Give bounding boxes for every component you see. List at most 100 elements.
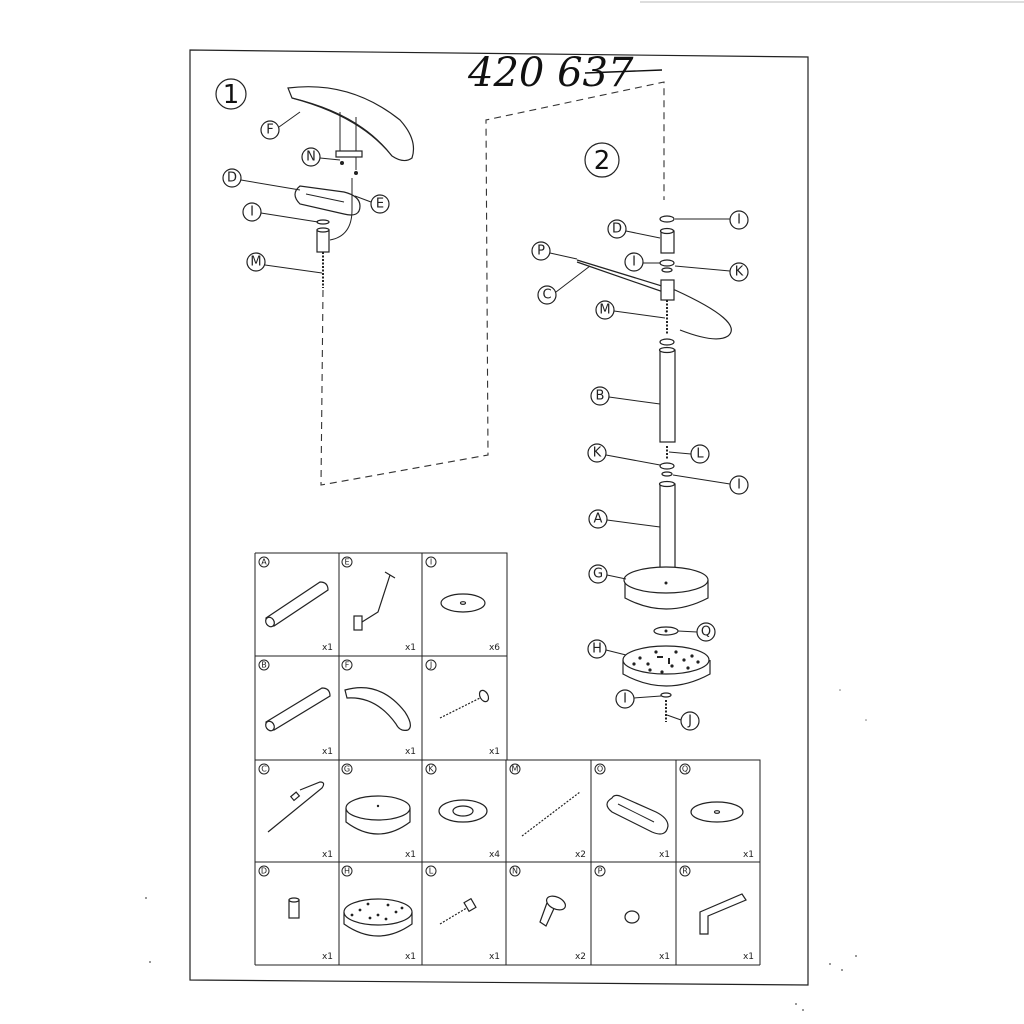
part-cell-e: E x1	[341, 556, 416, 653]
svg-text:H: H	[592, 642, 602, 657]
svg-text:x4: x4	[489, 850, 500, 860]
callout-g: G	[588, 564, 627, 584]
svg-text:F: F	[345, 661, 350, 670]
svg-text:L: L	[696, 447, 704, 462]
part-cell-n: N x2	[509, 865, 586, 962]
svg-text:D: D	[227, 171, 237, 186]
part-cell-g: G x1	[341, 763, 416, 860]
dashed-assembly-guide	[320, 81, 665, 486]
callout-q: Q	[677, 622, 716, 642]
callout-j: J	[666, 711, 700, 731]
svg-text:G: G	[593, 567, 603, 582]
svg-text:L: L	[429, 867, 434, 876]
part-cell-a: A x1	[258, 556, 333, 653]
callout-m: M	[246, 252, 323, 274]
part-cell-h: H x1	[341, 865, 416, 962]
svg-text:J: J	[687, 714, 692, 729]
step-2-number: 2	[594, 146, 611, 176]
parts-table: A x1 E x1 I x6 B x1 F x1	[254, 552, 761, 966]
svg-text:E: E	[376, 197, 384, 212]
part-cell-d: D x1	[258, 865, 333, 962]
callout-f: F	[260, 111, 301, 140]
svg-text:D: D	[261, 867, 267, 876]
svg-text:I: I	[430, 558, 432, 567]
svg-text:E: E	[344, 558, 349, 567]
svg-text:x1: x1	[322, 643, 333, 653]
callout-a: A	[588, 509, 661, 529]
svg-text:x1: x1	[405, 747, 416, 757]
svg-text:x1: x1	[405, 643, 416, 653]
svg-text:I: I	[250, 205, 254, 220]
callout-c: C	[537, 265, 591, 305]
part-cell-p: P x1	[594, 865, 670, 962]
svg-text:P: P	[598, 867, 603, 876]
callout-d: D	[222, 168, 301, 191]
callout-p: P	[531, 241, 578, 261]
svg-text:x1: x1	[322, 747, 333, 757]
svg-text:M: M	[599, 303, 610, 318]
part-cell-i: I x6	[425, 556, 500, 653]
sheet-border	[189, 49, 809, 986]
svg-text:x1: x1	[659, 952, 670, 962]
svg-text:x6: x6	[489, 643, 500, 653]
svg-text:H: H	[344, 867, 350, 876]
svg-text:A: A	[594, 512, 603, 527]
svg-text:D: D	[612, 222, 622, 237]
svg-text:I: I	[737, 213, 741, 228]
part-cell-k: K x4	[425, 763, 500, 860]
callout-d-2: D	[607, 219, 661, 239]
svg-text:Q: Q	[682, 765, 688, 774]
part-f-drawing	[287, 86, 415, 162]
callout-i-bottom: I	[672, 474, 749, 495]
svg-text:O: O	[597, 765, 603, 774]
part-b-drawing	[659, 349, 676, 443]
svg-text:x1: x1	[743, 952, 754, 962]
callout-i: I	[242, 202, 319, 223]
step-1-number: 1	[223, 80, 240, 110]
handwritten-number: 420 637	[467, 50, 634, 96]
callout-b: B	[590, 386, 661, 406]
callout-i-top: I	[675, 210, 749, 230]
svg-text:M: M	[512, 765, 519, 774]
part-o-drawing	[294, 185, 361, 216]
part-cell-r: R x1	[679, 865, 754, 962]
svg-text:x1: x1	[322, 952, 333, 962]
svg-text:I: I	[632, 255, 636, 270]
svg-text:B: B	[261, 661, 267, 670]
svg-text:J: J	[429, 661, 432, 670]
part-cell-b: B x1	[258, 659, 333, 757]
svg-text:F: F	[266, 123, 273, 138]
svg-text:P: P	[537, 244, 545, 259]
svg-text:x2: x2	[575, 850, 586, 860]
svg-text:Q: Q	[701, 625, 711, 640]
callout-l: L	[668, 444, 710, 464]
svg-text:C: C	[261, 765, 267, 774]
part-cell-j: J x1	[425, 659, 500, 757]
callout-i-base: I	[615, 689, 662, 709]
part-cell-q: Q x1	[679, 763, 754, 860]
svg-text:x1: x1	[489, 952, 500, 962]
callout-e: E	[354, 194, 390, 214]
callout-k-bottom: K	[587, 443, 661, 466]
svg-text:I: I	[737, 478, 741, 493]
svg-text:N: N	[512, 867, 518, 876]
step-2-diagram: 2	[531, 142, 749, 731]
svg-text:x1: x1	[322, 850, 333, 860]
svg-text:x1: x1	[659, 850, 670, 860]
svg-text:x1: x1	[489, 747, 500, 757]
svg-text:I: I	[623, 692, 627, 707]
svg-text:x1: x1	[405, 850, 416, 860]
svg-text:x2: x2	[575, 952, 586, 962]
part-cell-m: M x2	[509, 763, 586, 860]
part-c-drawing	[576, 259, 732, 340]
svg-text:N: N	[306, 150, 316, 165]
callout-m-2: M	[595, 300, 666, 320]
callout-k-top: K	[674, 262, 749, 282]
svg-text:x1: x1	[405, 952, 416, 962]
svg-text:M: M	[250, 255, 261, 270]
part-cell-o: O x1	[594, 763, 670, 860]
svg-text:G: G	[344, 765, 350, 774]
callout-h: H	[587, 639, 627, 659]
part-a-drawing	[659, 483, 676, 569]
